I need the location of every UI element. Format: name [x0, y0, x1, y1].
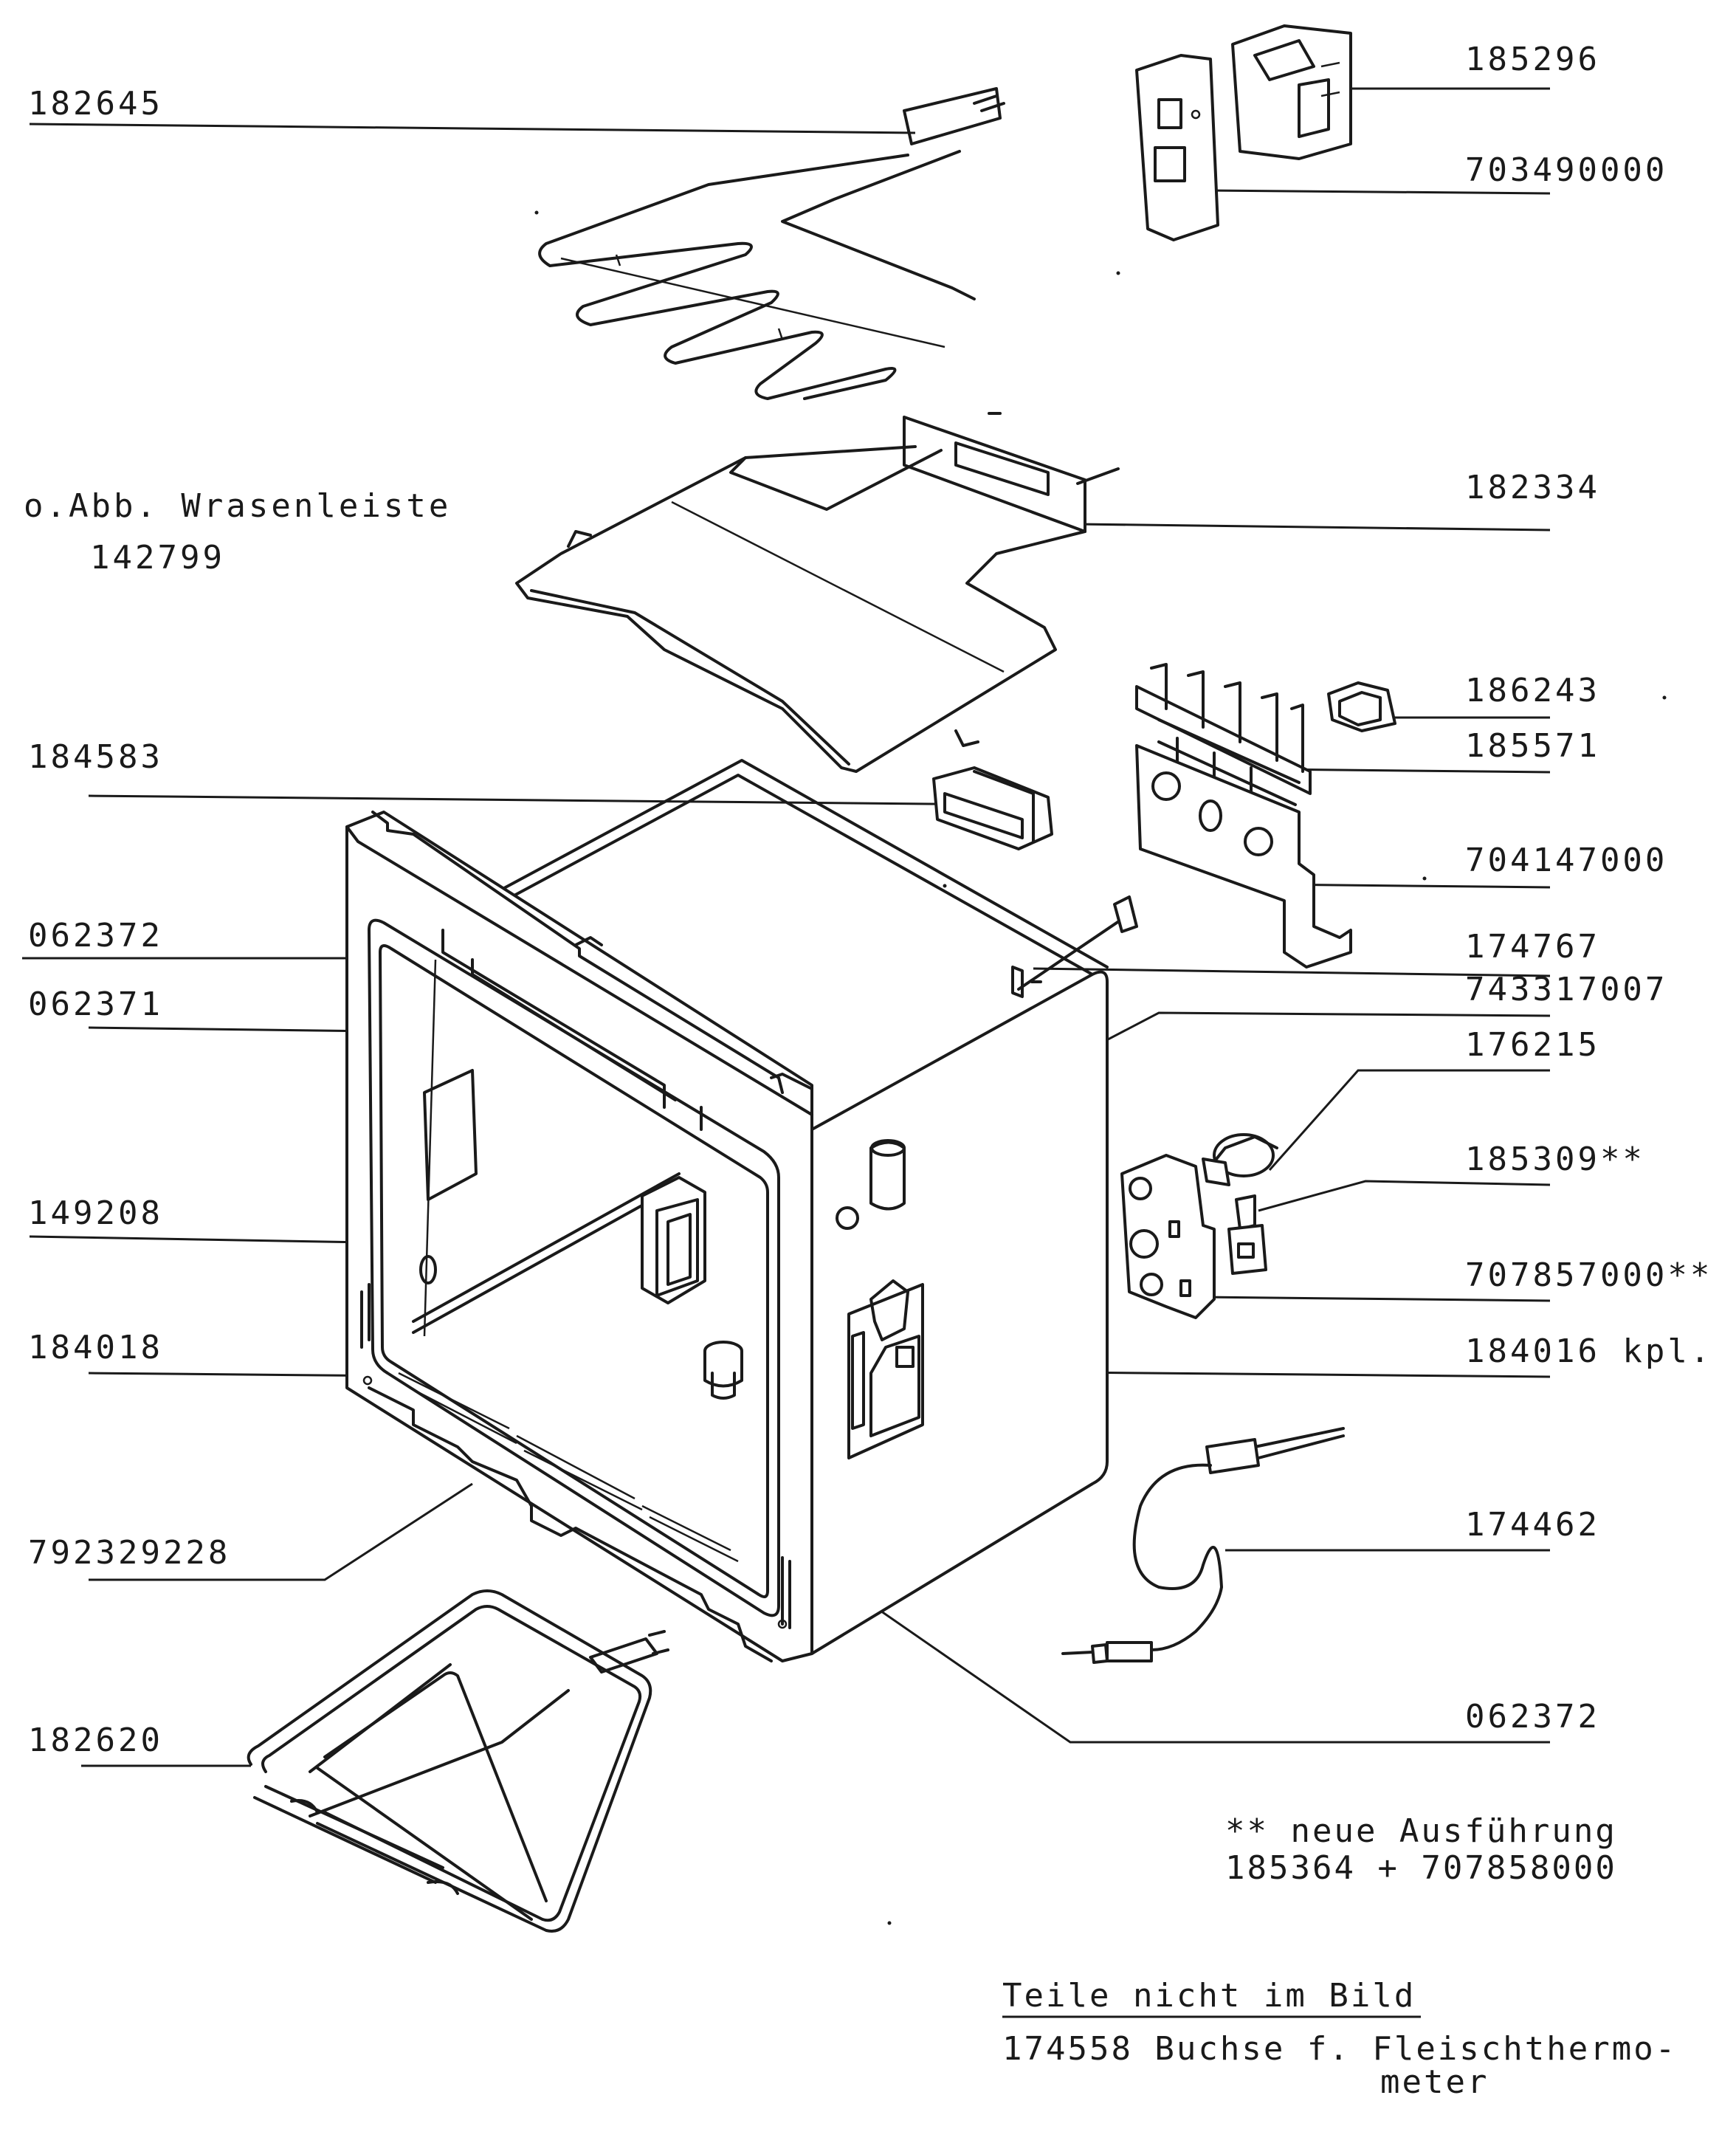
notes: ** neue Ausführung 185364 + 707858000 Te…: [1002, 1812, 1677, 2101]
label-704147000: 704147000: [1465, 842, 1667, 879]
connector-186243: [1327, 681, 1396, 732]
label-185309: 185309**: [1465, 1141, 1645, 1178]
label-184018: 184018: [28, 1329, 163, 1366]
label-182645: 182645: [28, 85, 163, 123]
label-707857000: 707857000**: [1465, 1256, 1712, 1294]
label-184583: 184583: [28, 738, 163, 776]
label-185296: 185296: [1465, 41, 1600, 78]
label-185571: 185571: [1465, 727, 1600, 765]
lower-heating-element-182620: [247, 1589, 669, 1933]
terminal-block: [1135, 663, 1312, 806]
lamp-housing-184583: [932, 766, 1053, 850]
label-182334: 182334: [1465, 469, 1600, 506]
oven-cavity: [345, 759, 1109, 1662]
new-version-note: ** neue Ausführung: [1225, 1812, 1617, 1850]
mounting-bracket-707857000: [1120, 1154, 1216, 1319]
label-792329228: 792329228: [28, 1534, 230, 1572]
label-062372-left: 062372: [28, 917, 163, 955]
label-703490000: 703490000: [1465, 151, 1667, 189]
label-184016: 184016 kpl.: [1465, 1332, 1712, 1370]
not-shown-item-cont: meter: [1380, 2063, 1489, 2101]
scan-specks: [534, 210, 1667, 1925]
label-174767: 174767: [1465, 928, 1600, 966]
switch-mounting-plate: [1135, 54, 1219, 241]
label-149208: 149208: [28, 1194, 163, 1232]
label-174462: 174462: [1465, 1506, 1600, 1544]
new-version-parts: 185364 + 707858000: [1225, 1849, 1617, 1887]
label-176215: 176215: [1465, 1026, 1600, 1064]
part-labels: 182645 185296 703490000 o.Abb. Wrasenlei…: [24, 41, 1712, 1759]
label-142799: 142799: [90, 539, 225, 577]
label-182620: 182620: [28, 1722, 163, 1759]
not-shown-item: 174558 Buchse f. Fleischthermo-: [1002, 2030, 1677, 2068]
label-wrasenleiste: o.Abb. Wrasenleiste: [24, 487, 451, 525]
label-743317007: 743317007: [1465, 971, 1667, 1008]
grill-heating-element-top: [538, 87, 1005, 400]
roof-heating-element: [515, 412, 1120, 773]
thermal-fuse-185309: [1227, 1194, 1267, 1275]
label-062372-right: 062372: [1465, 1698, 1600, 1736]
hinge-pin: [1011, 895, 1138, 998]
label-186243: 186243: [1465, 672, 1600, 709]
lamp-176215: [1202, 1133, 1278, 1186]
switch-185296: [1231, 24, 1352, 160]
meat-thermometer-174462: [1061, 1427, 1345, 1664]
label-062371: 062371: [28, 986, 163, 1023]
not-shown-heading: Teile nicht im Bild: [1002, 1977, 1416, 2015]
terminal-mounting-plate: [1135, 744, 1352, 969]
